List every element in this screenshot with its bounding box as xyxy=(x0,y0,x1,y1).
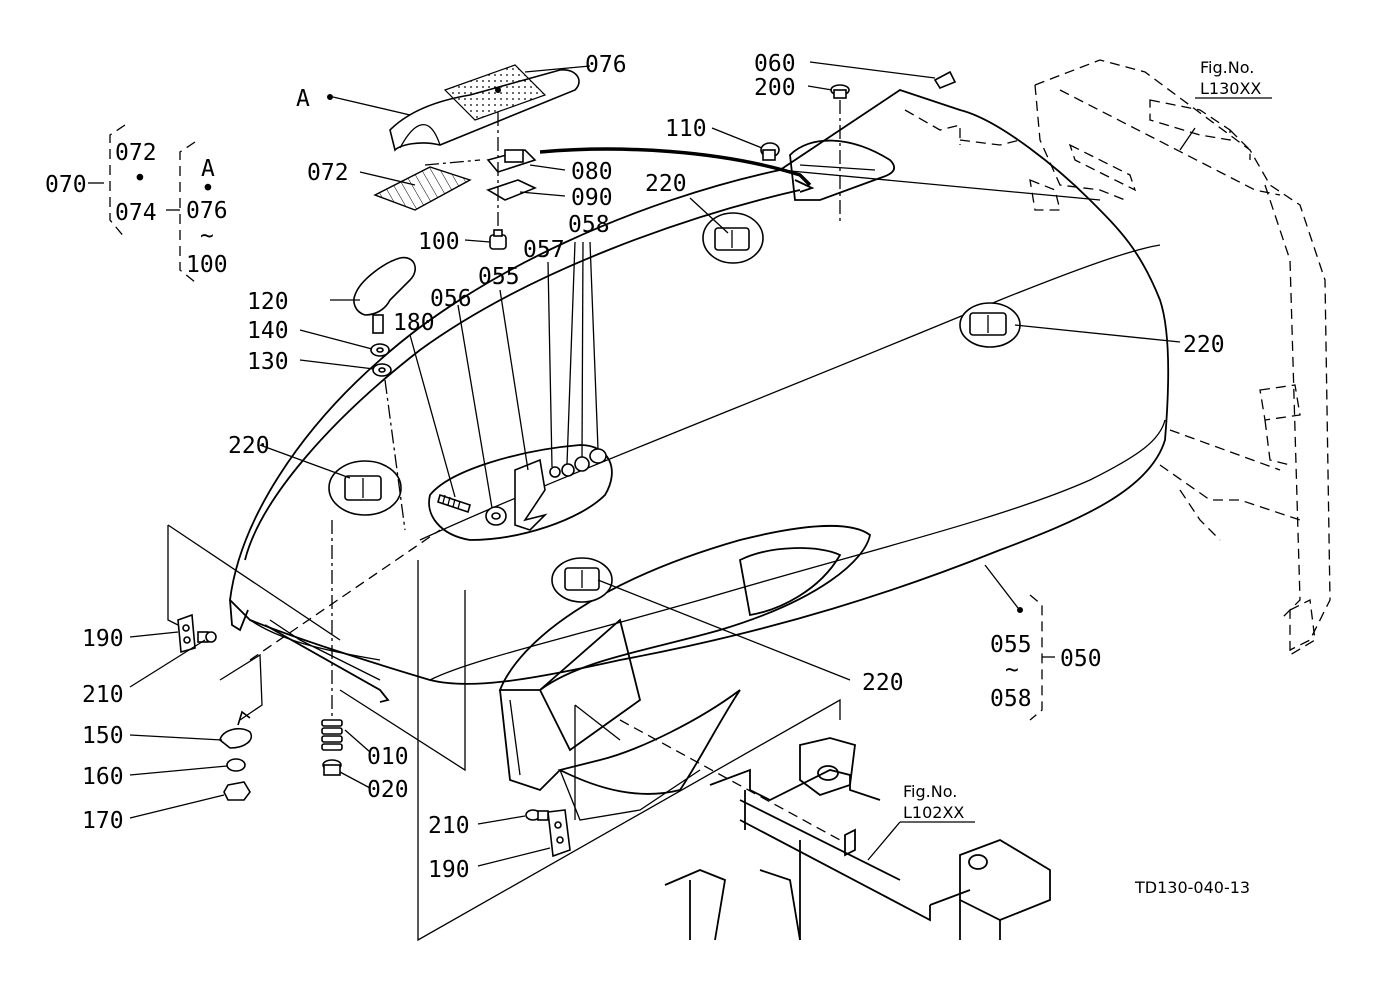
label-080: 080 xyxy=(571,159,613,185)
label-210-left: 210 xyxy=(82,682,124,708)
rear-frame xyxy=(959,59,1331,657)
label-010: 010 xyxy=(367,744,409,770)
rubber-pad-top xyxy=(702,212,764,264)
label-110: 110 xyxy=(665,116,707,142)
group-050-tilde: ~ xyxy=(1005,657,1019,683)
rubber-pad-left xyxy=(328,460,402,516)
group-070-right-a: A xyxy=(201,156,215,182)
label-055: 055 xyxy=(478,264,520,290)
label-160: 160 xyxy=(82,764,124,790)
group-070-main: 070 xyxy=(45,172,87,198)
label-090: 090 xyxy=(571,185,613,211)
group-070-right-c: 100 xyxy=(186,252,228,278)
label-220-left: 220 xyxy=(228,433,270,459)
label-058: 058 xyxy=(568,212,610,238)
label-180: 180 xyxy=(393,310,435,336)
washer-160 xyxy=(226,758,246,772)
group-070-sub-dot: • xyxy=(133,166,147,192)
label-057: 057 xyxy=(523,237,565,263)
bolt-100 xyxy=(489,229,507,250)
label-150: 150 xyxy=(82,723,124,749)
bolt-210-left xyxy=(197,631,217,643)
label-170: 170 xyxy=(82,808,124,834)
group-070-brackets xyxy=(88,124,196,283)
label-sheet xyxy=(373,166,472,211)
group-070-sub-a: 072 xyxy=(115,140,157,166)
fig-ref-top-line2: L130XX xyxy=(1200,79,1261,98)
label-076: 076 xyxy=(585,52,627,78)
group-050-main: 050 xyxy=(1060,646,1102,672)
label-020: 020 xyxy=(367,777,409,803)
plate xyxy=(486,179,538,201)
washer-140 xyxy=(370,343,390,357)
spring-180 xyxy=(437,493,471,514)
group-070-right-b: 076 xyxy=(186,198,228,224)
nut-170 xyxy=(223,781,251,801)
group-050-from: 055 xyxy=(990,632,1032,658)
cable xyxy=(539,147,812,187)
label-100: 100 xyxy=(418,229,460,255)
label-140: 140 xyxy=(247,318,289,344)
washer-056 xyxy=(485,506,507,526)
label-130: 130 xyxy=(247,349,289,375)
rubber-pad-bottom xyxy=(551,557,613,603)
rubber-pad-right xyxy=(959,302,1021,348)
group-050-to: 058 xyxy=(990,686,1032,712)
spring-010 xyxy=(321,719,343,751)
fig-ref-top-line1: Fig.No. xyxy=(1200,58,1254,77)
label-120: 120 xyxy=(247,289,289,315)
leader-lines xyxy=(129,61,1272,867)
callout-labels: A 076 072 080 090 100 060 200 110 220 22… xyxy=(45,51,1261,897)
group-050-brackets xyxy=(1029,594,1055,721)
label-056: 056 xyxy=(430,286,472,312)
fig-ref-bottom-line1: Fig.No. xyxy=(903,782,957,801)
washer-130 xyxy=(372,363,392,377)
group-070-right-dot: • xyxy=(201,176,215,202)
clip-060 xyxy=(933,70,957,89)
group-070-right-tilde: ~ xyxy=(200,223,214,249)
label-220-top: 220 xyxy=(645,171,687,197)
label-190-left: 190 xyxy=(82,626,124,652)
bracket-190-left xyxy=(177,613,196,654)
top-lid xyxy=(389,64,580,152)
drawing-code: TD130-040-13 xyxy=(1134,878,1250,897)
label-210-bottom: 210 xyxy=(428,813,470,839)
hinge xyxy=(486,149,537,173)
label-220-bottom: 220 xyxy=(862,670,904,696)
bracket-190-bottom xyxy=(547,809,571,858)
label-060: 060 xyxy=(754,51,796,77)
bolt-020 xyxy=(322,759,342,776)
label-190-bottom: 190 xyxy=(428,857,470,883)
group-070-sub-b: 074 xyxy=(115,200,157,226)
label-200: 200 xyxy=(754,75,796,101)
latch-055 xyxy=(514,458,548,531)
label-220-right: 220 xyxy=(1183,332,1225,358)
catch-150 xyxy=(219,710,252,749)
front-frame xyxy=(664,737,1051,941)
handle-120 xyxy=(353,256,416,334)
cap-200 xyxy=(830,84,850,99)
ref-a-label: A xyxy=(296,86,310,112)
label-072: 072 xyxy=(307,160,349,186)
fig-ref-bottom-line2: L102XX xyxy=(903,803,964,822)
grommet-110 xyxy=(760,142,780,161)
bolt-210-bottom xyxy=(525,809,549,821)
